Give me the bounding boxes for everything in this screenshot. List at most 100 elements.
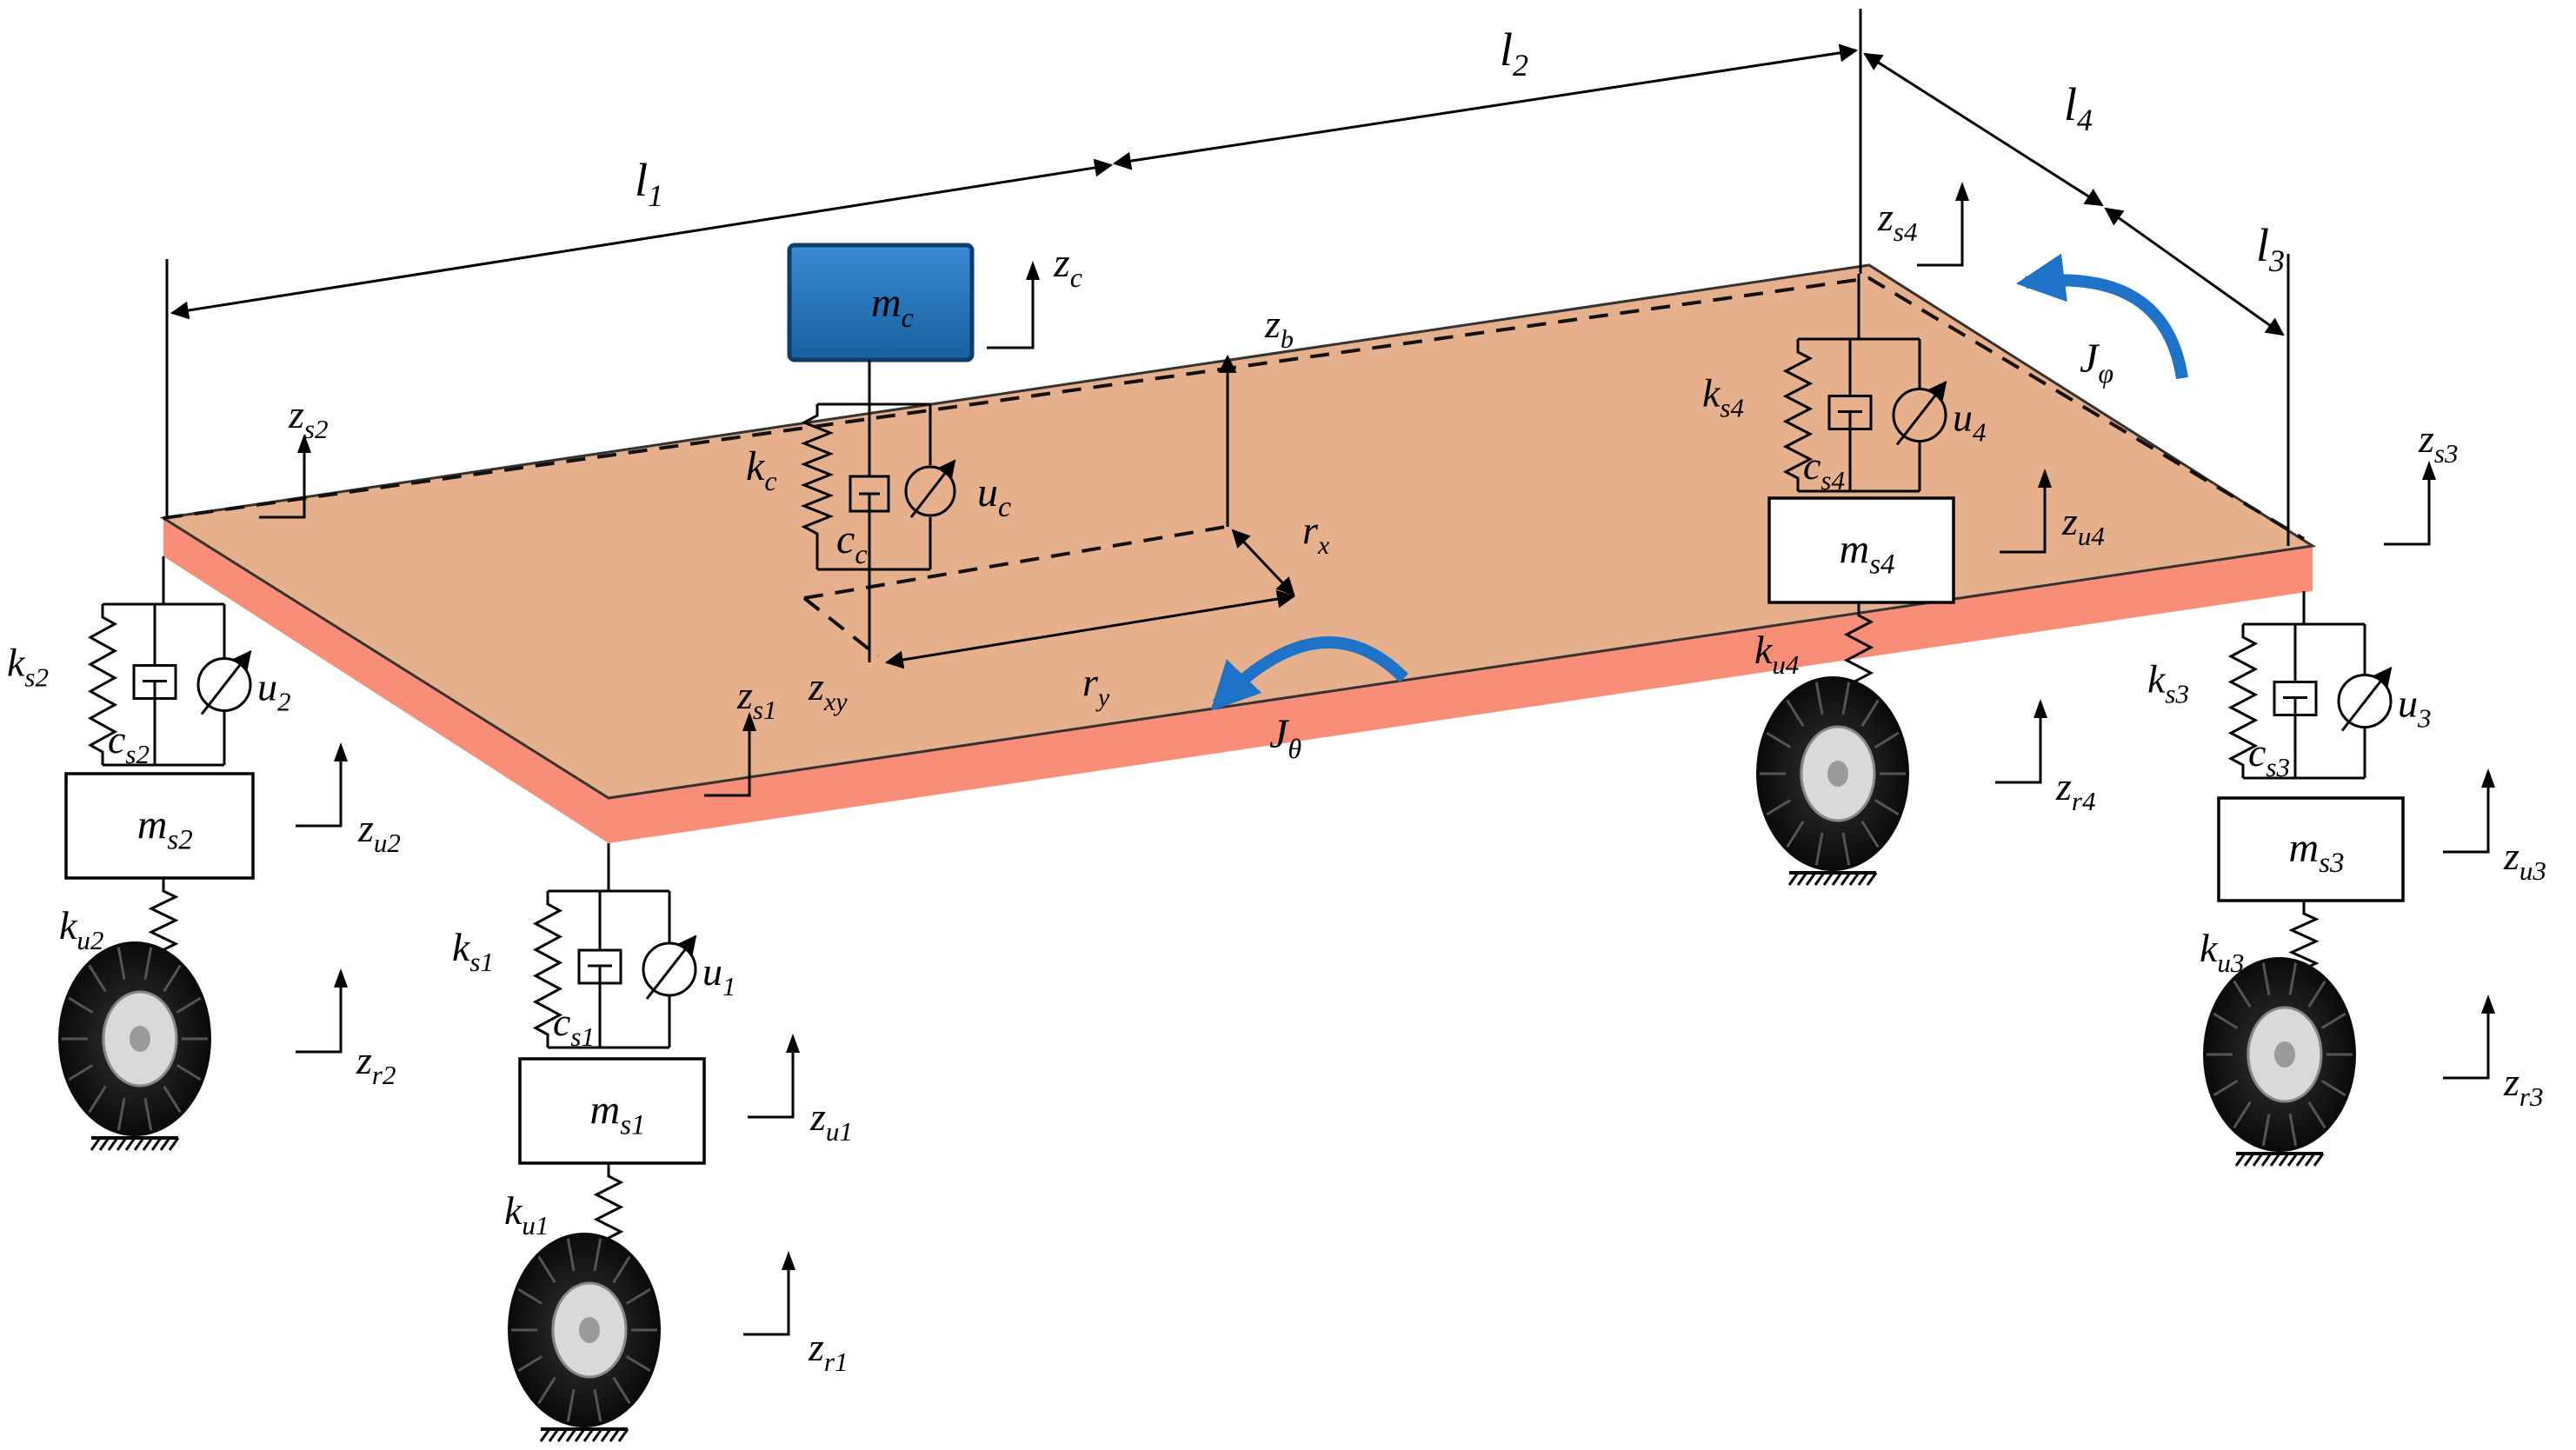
label-zs3: zs3: [2418, 416, 2458, 469]
label-zr1: zr1: [808, 1325, 848, 1377]
actuator-arrow: [909, 459, 956, 518]
label-zu2: zu2: [357, 806, 401, 858]
rotation-arrow-icon: [1210, 636, 1408, 712]
label-cs3: cs3: [2248, 730, 2290, 782]
label-zr4: zr4: [2055, 764, 2095, 816]
damper-icon: [1827, 339, 1873, 491]
label-l2: l2: [1500, 23, 1528, 83]
damper-icon: [132, 604, 177, 765]
mass-ms4: [1767, 496, 1955, 604]
dashed-cg-x: [803, 525, 1227, 600]
mass-ms3: [2217, 796, 2405, 902]
damper-icon: [2273, 624, 2318, 778]
zs-coord-3: [2384, 461, 2436, 546]
label-j-phi: Jφ: [2080, 336, 2113, 389]
label-zr2: zr2: [356, 1038, 396, 1090]
label-l3: l3: [2256, 219, 2285, 278]
zr-coord-4: [1995, 699, 2047, 784]
label-ku3: ku3: [2200, 926, 2244, 978]
zs-coord-4: [1917, 182, 1969, 267]
dim-line-l3: [2104, 207, 2285, 336]
dim-line-l4: [1863, 52, 2104, 207]
zr-coord-2: [296, 968, 348, 1054]
label-ku1: ku1: [504, 1188, 549, 1240]
zu-coord-2: [296, 742, 348, 828]
label-ku4: ku4: [1754, 628, 1799, 680]
rotation-arrow-icon-phi: [2015, 253, 2188, 380]
label-l1: l1: [635, 154, 663, 213]
label-u4: u4: [1953, 396, 1987, 448]
label-zs1: zs1: [736, 673, 776, 725]
label-cc: cc: [836, 516, 868, 569]
dashed-rear-edge: [163, 276, 2306, 541]
spring-icon: [87, 604, 118, 765]
label-cs4: cs4: [1803, 443, 1845, 496]
label-ms4: ms4: [1840, 526, 1895, 580]
ry-dim: [884, 589, 1296, 669]
tire-icon: [508, 1233, 661, 1427]
label-j-theta: Jθ: [1269, 711, 1301, 764]
tire-icon: [58, 941, 211, 1136]
label-ks3: ks3: [2147, 657, 2189, 709]
mass-ms2: [64, 772, 255, 880]
actuator-icon: [642, 941, 697, 997]
label-u3: u3: [2398, 682, 2432, 734]
corner-3: ms3 ks3 cs3 u3 ku3 zs3 zu3 zr3: [2147, 416, 2546, 1167]
platform-edge: [163, 518, 609, 843]
zc-coord: [987, 261, 1040, 349]
label-zr3: zr3: [2503, 1060, 2543, 1112]
label-u2: u2: [257, 665, 291, 717]
dashed-cg-diag: [802, 596, 880, 658]
corner-1: ms1 ks1 cs1 u1 ku1 zs1 zu1 zr1: [452, 673, 853, 1442]
label-rx: rx: [1302, 508, 1330, 560]
corner-suspensions: ms1ks1cs1u1ku1zs1zu1zr1ms2ks2cs2u2ku2zs2…: [7, 182, 2546, 1442]
zu-coord-4: [2000, 469, 2052, 554]
label-cs1: cs1: [553, 1000, 595, 1052]
label-kc: kc: [746, 443, 777, 496]
dim-line-l1: [170, 158, 1114, 320]
spring-icon: [532, 891, 563, 1048]
label-u1: u1: [702, 949, 736, 1001]
zu-coord-1: [748, 1034, 800, 1119]
label-uc: uc: [977, 469, 1011, 523]
label-zb: zb: [1264, 302, 1294, 354]
label-ms3: ms3: [2289, 825, 2345, 879]
spring-icon: [800, 404, 835, 569]
corner-4: ms4 ks4 cs4 u4 ku4 zs4 zu4 zr4: [1702, 182, 2105, 886]
actuator-icon: [196, 657, 252, 712]
zr-coord-3: [2443, 994, 2495, 1080]
label-ks4: ks4: [1702, 371, 1744, 423]
platform-edge-front: [609, 546, 2313, 843]
label-zxy: zxy: [808, 664, 848, 716]
label-l4: l4: [2064, 78, 2093, 137]
ground-hatch-icon: [539, 1427, 629, 1442]
actuator-icon: [1892, 388, 1947, 442]
mass-ms1: [518, 1057, 706, 1165]
rx-dim: [1231, 529, 1295, 596]
label-zu4: zu4: [2061, 499, 2105, 551]
label-zs4: zs4: [1877, 195, 1917, 247]
actuator-circle: [904, 465, 956, 517]
label-mc: mc: [871, 280, 914, 333]
zr-coord-1: [743, 1251, 795, 1336]
ground-hatch-icon: [2234, 1152, 2325, 1167]
label-ms1: ms1: [590, 1087, 646, 1141]
label-zu1: zu1: [809, 1094, 853, 1147]
label-zs2: zs2: [288, 392, 328, 444]
spring-icon: [1782, 339, 1814, 491]
label-ks2: ks2: [7, 641, 49, 693]
label-ks1: ks1: [452, 925, 494, 977]
zu-coord-3: [2443, 768, 2495, 854]
spring-icon: [2227, 624, 2259, 778]
damper-icon: [849, 404, 890, 569]
label-zc: zc: [1053, 240, 1082, 293]
label-ry: ry: [1082, 660, 1110, 712]
label-ku2: ku2: [59, 903, 103, 955]
mass-mc: [787, 243, 975, 362]
damper-icon: [577, 891, 622, 1048]
label-zu3: zu3: [2503, 834, 2546, 886]
actuator-icon: [2337, 674, 2393, 728]
dim-line-l2: [1112, 43, 1859, 170]
zs-coord-1: [704, 712, 756, 797]
